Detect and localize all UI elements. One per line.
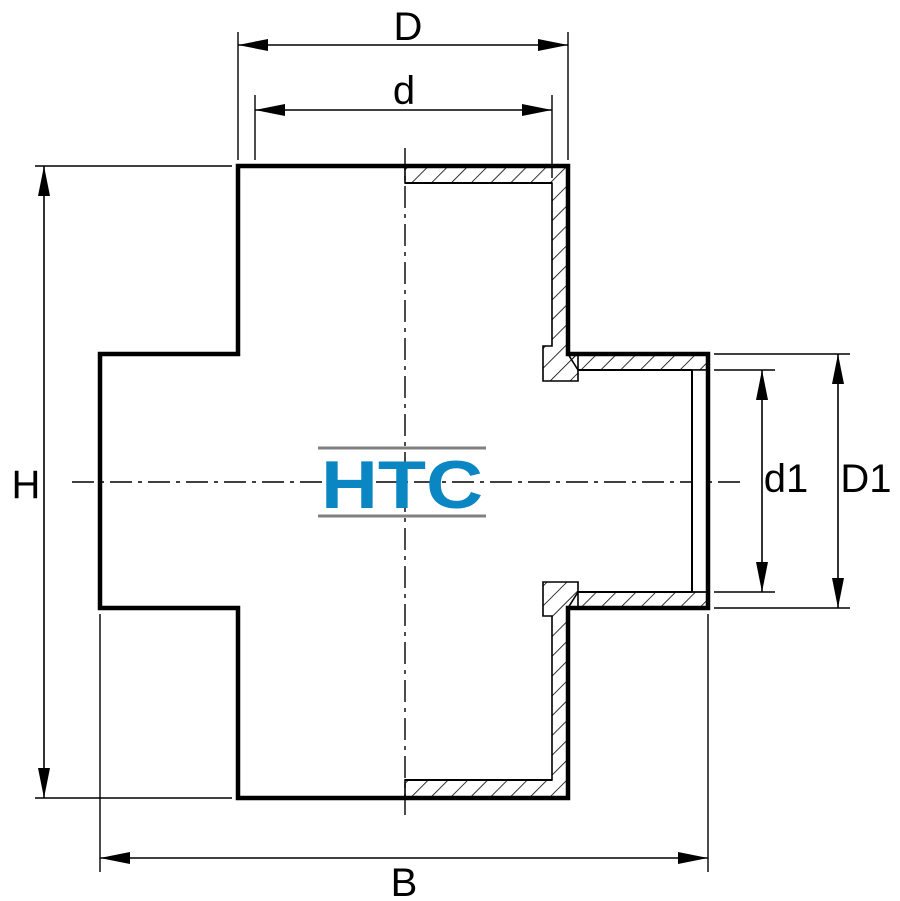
upper-wall-section bbox=[404, 165, 579, 382]
dim-label-H: H bbox=[12, 463, 41, 507]
dim-label-D1: D1 bbox=[840, 457, 891, 501]
dim-label-d1: d1 bbox=[764, 457, 809, 501]
dim-label-B: B bbox=[391, 861, 418, 901]
dimension-lines bbox=[38, 39, 844, 864]
right-socket-wall bbox=[691, 369, 709, 593]
right-bottom-wall-section bbox=[566, 591, 709, 609]
center-lines bbox=[72, 148, 740, 815]
htc-logo: HTC bbox=[318, 446, 486, 523]
lower-wall-section bbox=[404, 581, 579, 799]
inner-edges bbox=[405, 182, 693, 781]
dim-label-D: D bbox=[394, 5, 423, 49]
logo-text: HTC bbox=[321, 447, 483, 523]
right-top-wall-section bbox=[566, 353, 709, 371]
dim-label-d: d bbox=[393, 69, 415, 113]
cross-outline bbox=[97, 163, 711, 801]
